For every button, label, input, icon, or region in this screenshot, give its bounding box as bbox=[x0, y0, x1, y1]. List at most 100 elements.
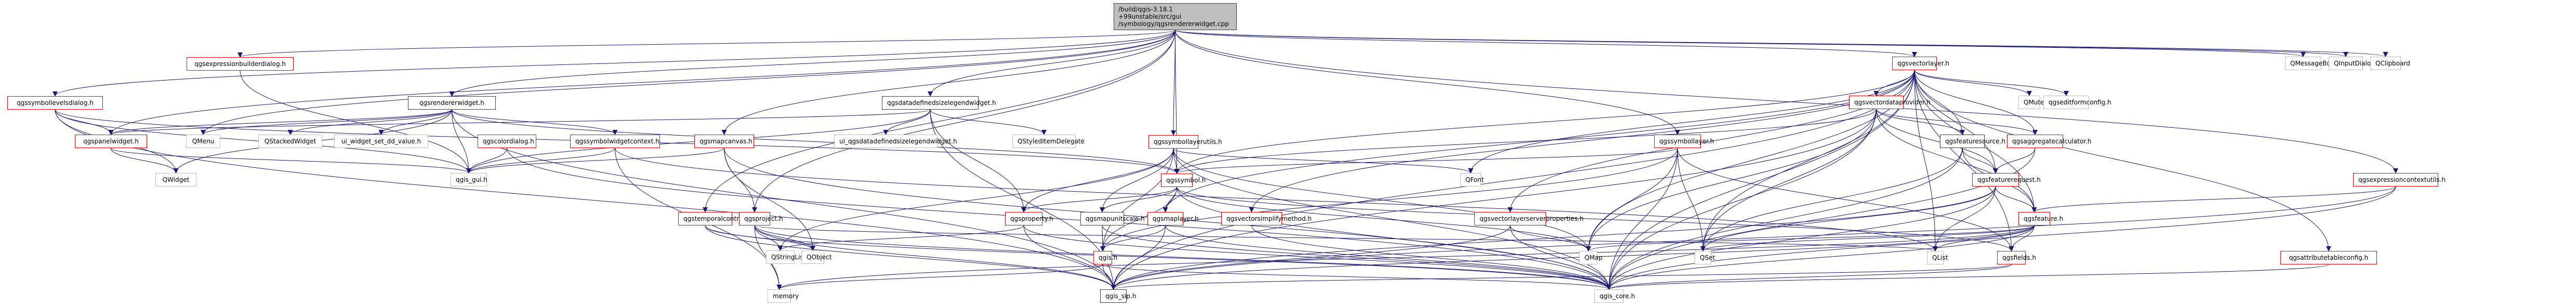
node-QFont[interactable]: QFont bbox=[1460, 173, 1484, 187]
node-QMessageBox[interactable]: QMessageBox bbox=[2285, 57, 2334, 70]
edge-qgsmaplayer-to-qgis_core bbox=[1165, 225, 1611, 290]
root-path-line: /build/qgis-3.18.1 bbox=[1118, 6, 1173, 13]
edge-qgsfeaturerequest-to-qgis_sip bbox=[1111, 186, 1996, 290]
edge-qgsexpressioncontextutils-to-qgsfeature bbox=[2031, 186, 2396, 212]
node-qgis[interactable]: qgis.h bbox=[1093, 251, 1117, 264]
edge-qgstemporalcontroller-to-qgis_sip bbox=[705, 225, 1116, 290]
edge-root-to-qgsdatadefinedsizelegendwidget bbox=[928, 30, 1175, 97]
root-path-line: /symbology/qgsrendererwidget.cpp bbox=[1118, 20, 1229, 28]
node-qgsvectorlayerserverproperties[interactable]: qgsvectorlayerserverproperties.h bbox=[1474, 212, 1583, 225]
node-qgssymbollevelsdialog[interactable]: qgssymbollevelsdialog.h bbox=[7, 96, 103, 110]
edge-root-to-qgspanelwidget bbox=[108, 30, 1175, 135]
edge-qgsvectorlayer-to-qgsattributetableconfig bbox=[1914, 70, 2331, 251]
edge-qgsvectordataprovider-to-qgssymbol bbox=[1174, 109, 1877, 174]
edge-qgsfeature-to-qgsfields bbox=[2009, 225, 2035, 251]
node-QStyledItemDelegate[interactable]: QStyledItemDelegate bbox=[1012, 135, 1085, 148]
edge-root-to-qgstemporalcontroller bbox=[703, 30, 1175, 212]
node-qgsvectorlayer[interactable]: qgsvectorlayer.h bbox=[1892, 57, 1949, 70]
node-qgsvectorsimplifymethod[interactable]: qgsvectorsimplifymethod.h bbox=[1221, 212, 1312, 225]
edge-qgspanelwidget-to-QWidget bbox=[111, 148, 179, 174]
edge-qgsvectorlayer-to-QMutex bbox=[1914, 70, 2032, 96]
edge-root-to-qgsrendererwidget bbox=[449, 30, 1175, 97]
edge-qgsvectordataprovider-to-QSet bbox=[1700, 109, 1877, 251]
node-QStackedWidget[interactable]: QStackedWidget bbox=[258, 135, 322, 148]
edge-qgspanelwidget-to-qgis_gui bbox=[111, 148, 471, 174]
node-qgsproperty[interactable]: qgsproperty.h bbox=[1005, 212, 1053, 225]
node-ui_widget_set_dd_value[interactable]: ui_widget_set_dd_value.h bbox=[334, 135, 428, 148]
edge-qgsvectorlayer-to-QList bbox=[1914, 70, 1938, 251]
node-qgsfeaturerequest[interactable]: qgsfeaturerequest.h bbox=[1972, 173, 2041, 187]
node-QStringList[interactable]: QStringList bbox=[766, 250, 805, 264]
node-qgssymbol[interactable]: qgssymbol.h bbox=[1161, 174, 1206, 187]
node-qgsdatadefinedsizelegendwidget[interactable]: qgsdatadefinedsizelegendwidget.h bbox=[882, 96, 996, 110]
edge-qgsfeature-to-qgis_sip bbox=[1111, 225, 2035, 290]
node-QList[interactable]: QList bbox=[1927, 251, 1948, 264]
edge-qgsvectorlayer-to-qgsaggregatecalculator bbox=[1914, 70, 2038, 135]
edge-root-to-qgssymbollayer bbox=[1175, 30, 1680, 135]
edge-qgsrendererwidget-to-qgspanelwidget bbox=[108, 109, 452, 135]
edge-qgsaggregatecalculator-to-qgsfeaturerequest bbox=[1993, 148, 2036, 174]
node-qgsfeature[interactable]: qgsfeature.h bbox=[2018, 212, 2063, 225]
edge-qgsfeature-to-QSet bbox=[1700, 225, 2035, 251]
edge-qgsvectorlayer-to-qgsfields bbox=[1914, 70, 2014, 251]
node-QWidget[interactable]: QWidget bbox=[155, 173, 196, 187]
node-qgsmaplayer[interactable]: qgsmaplayer.h bbox=[1147, 212, 1199, 225]
edge-qgssymbollayer-to-qgssymbol bbox=[1174, 148, 1678, 174]
edge-qgsvectorlayerserverproperties-to-qgis_core bbox=[1510, 225, 1611, 290]
node-qgssymbollayer[interactable]: qgssymbollayer.h bbox=[1654, 135, 1714, 148]
node-qgsattributetableconfig[interactable]: qgsattributetableconfig.h bbox=[2280, 251, 2377, 264]
node-qgis_sip[interactable]: qgis_sip.h bbox=[1100, 289, 1136, 303]
edge-qgsdatadefinedsizelegendwidget-to-QStyledItemDelegate bbox=[930, 109, 1047, 135]
node-qgsmapcanvas[interactable]: qgsmapcanvas.h bbox=[694, 135, 754, 148]
node-qgssymbolwidgetcontext[interactable]: qgssymbolwidgetcontext.h bbox=[570, 135, 660, 148]
edge-qgscolordialog-to-qgis_core bbox=[507, 148, 1611, 290]
node-QSet[interactable]: QSet bbox=[1695, 251, 1715, 264]
node-QClipboard[interactable]: QClipboard bbox=[2370, 57, 2410, 70]
edge-qgssymbollayer-to-qgis bbox=[1100, 148, 1678, 251]
edge-qgsfeature-to-QMap bbox=[1586, 225, 2035, 251]
edge-qgssymbol-to-QMap bbox=[1177, 187, 1591, 251]
node-qgsaggregatecalculator[interactable]: qgsaggregatecalculator.h bbox=[2007, 135, 2092, 148]
node-qgsfields[interactable]: qgsfields.h bbox=[1997, 251, 2036, 264]
node-qgsexpressioncontextutils[interactable]: qgsexpressioncontextutils.h bbox=[2353, 173, 2446, 187]
edge-qgsvectordataprovider-to-QMap bbox=[1586, 109, 1877, 251]
node-qgsrendererwidget[interactable]: qgsrendererwidget.h bbox=[408, 96, 496, 110]
node-qgspanelwidget[interactable]: qgspanelwidget.h bbox=[75, 135, 147, 148]
edge-root-to-QClipboard bbox=[1175, 30, 2388, 57]
node-qgseditformconfig[interactable]: qgseditformconfig.h bbox=[2043, 96, 2111, 109]
node-qgsvectordataprovider[interactable]: qgsvectordataprovider.h bbox=[1849, 96, 1931, 109]
node-qgis_gui[interactable]: qgis_gui.h bbox=[451, 173, 487, 187]
edge-qgsfeaturesource-to-qgis_core bbox=[1606, 148, 1963, 290]
root-file-node[interactable]: /build/qgis-3.18.1 +99unstable/src/gui /… bbox=[1114, 3, 1237, 30]
node-memory[interactable]: memory bbox=[768, 289, 799, 303]
node-qgssymbollayerutils[interactable]: qgssymbollayerutils.h bbox=[1148, 135, 1222, 149]
edge-qgsvectorlayer-to-qgseditformconfig bbox=[1914, 70, 2069, 96]
node-QInputDialog[interactable]: QInputDialog bbox=[2329, 57, 2375, 70]
node-qgsfeaturesource[interactable]: qgsfeaturesource.h bbox=[1940, 135, 2005, 148]
edge-qgsvectorlayer-to-qgssymbol bbox=[1174, 70, 1915, 174]
edge-qgsvectordataprovider-to-qgsfeaturesource bbox=[1876, 109, 1965, 135]
node-qgsproject[interactable]: qgsproject.h bbox=[739, 212, 783, 225]
node-QMap[interactable]: QMap bbox=[1579, 251, 1603, 264]
node-qgstemporalcontroller[interactable]: qgstemporalcontroller.h bbox=[678, 212, 758, 225]
node-qgscolordialog[interactable]: qgscolordialog.h bbox=[478, 135, 536, 148]
node-qgsexpressionbuilderdialog[interactable]: qgsexpressionbuilderdialog.h bbox=[187, 57, 294, 71]
edge-qgsfeaturerequest-to-QList bbox=[1933, 186, 1996, 251]
node-qgis_core[interactable]: qgis_core.h bbox=[1594, 289, 1635, 303]
edge-qgssymbol-to-qgsfields bbox=[1177, 187, 2014, 251]
edge-qgis-to-qgis_core bbox=[1102, 264, 1611, 290]
node-qgsmapunitscale[interactable]: qgsmapunitscale.h bbox=[1080, 212, 1145, 225]
edge-qgsmapunitscale-to-qgis_core bbox=[1102, 225, 1611, 290]
edge-qgsdatadefinedsizelegendwidget-to-qgspanelwidget bbox=[109, 109, 931, 135]
edge-qgsexpressionbuilderdialog-to-qgis_gui bbox=[240, 70, 471, 174]
edge-qgsvectorlayer-to-qgsmaplayer bbox=[1162, 70, 1915, 212]
edge-qgsfields-to-qgis_core bbox=[1606, 264, 2012, 290]
node-QMenu[interactable]: QMenu bbox=[186, 135, 220, 148]
node-QMutex[interactable]: QMutex bbox=[2018, 96, 2047, 109]
node-ui_qgsdatadefinedsizelegendwidget[interactable]: ui_qgsdatadefinedsizelegendwidget.h bbox=[834, 135, 957, 148]
edge-qgsfeature-to-memory bbox=[776, 225, 2035, 290]
edge-qgsfeaturesource-to-qgsfeaturerequest bbox=[1962, 148, 1998, 174]
node-QObject[interactable]: QObject bbox=[801, 250, 832, 264]
edge-qgsvectorlayerserverproperties-to-qgis_sip bbox=[1111, 225, 1511, 290]
